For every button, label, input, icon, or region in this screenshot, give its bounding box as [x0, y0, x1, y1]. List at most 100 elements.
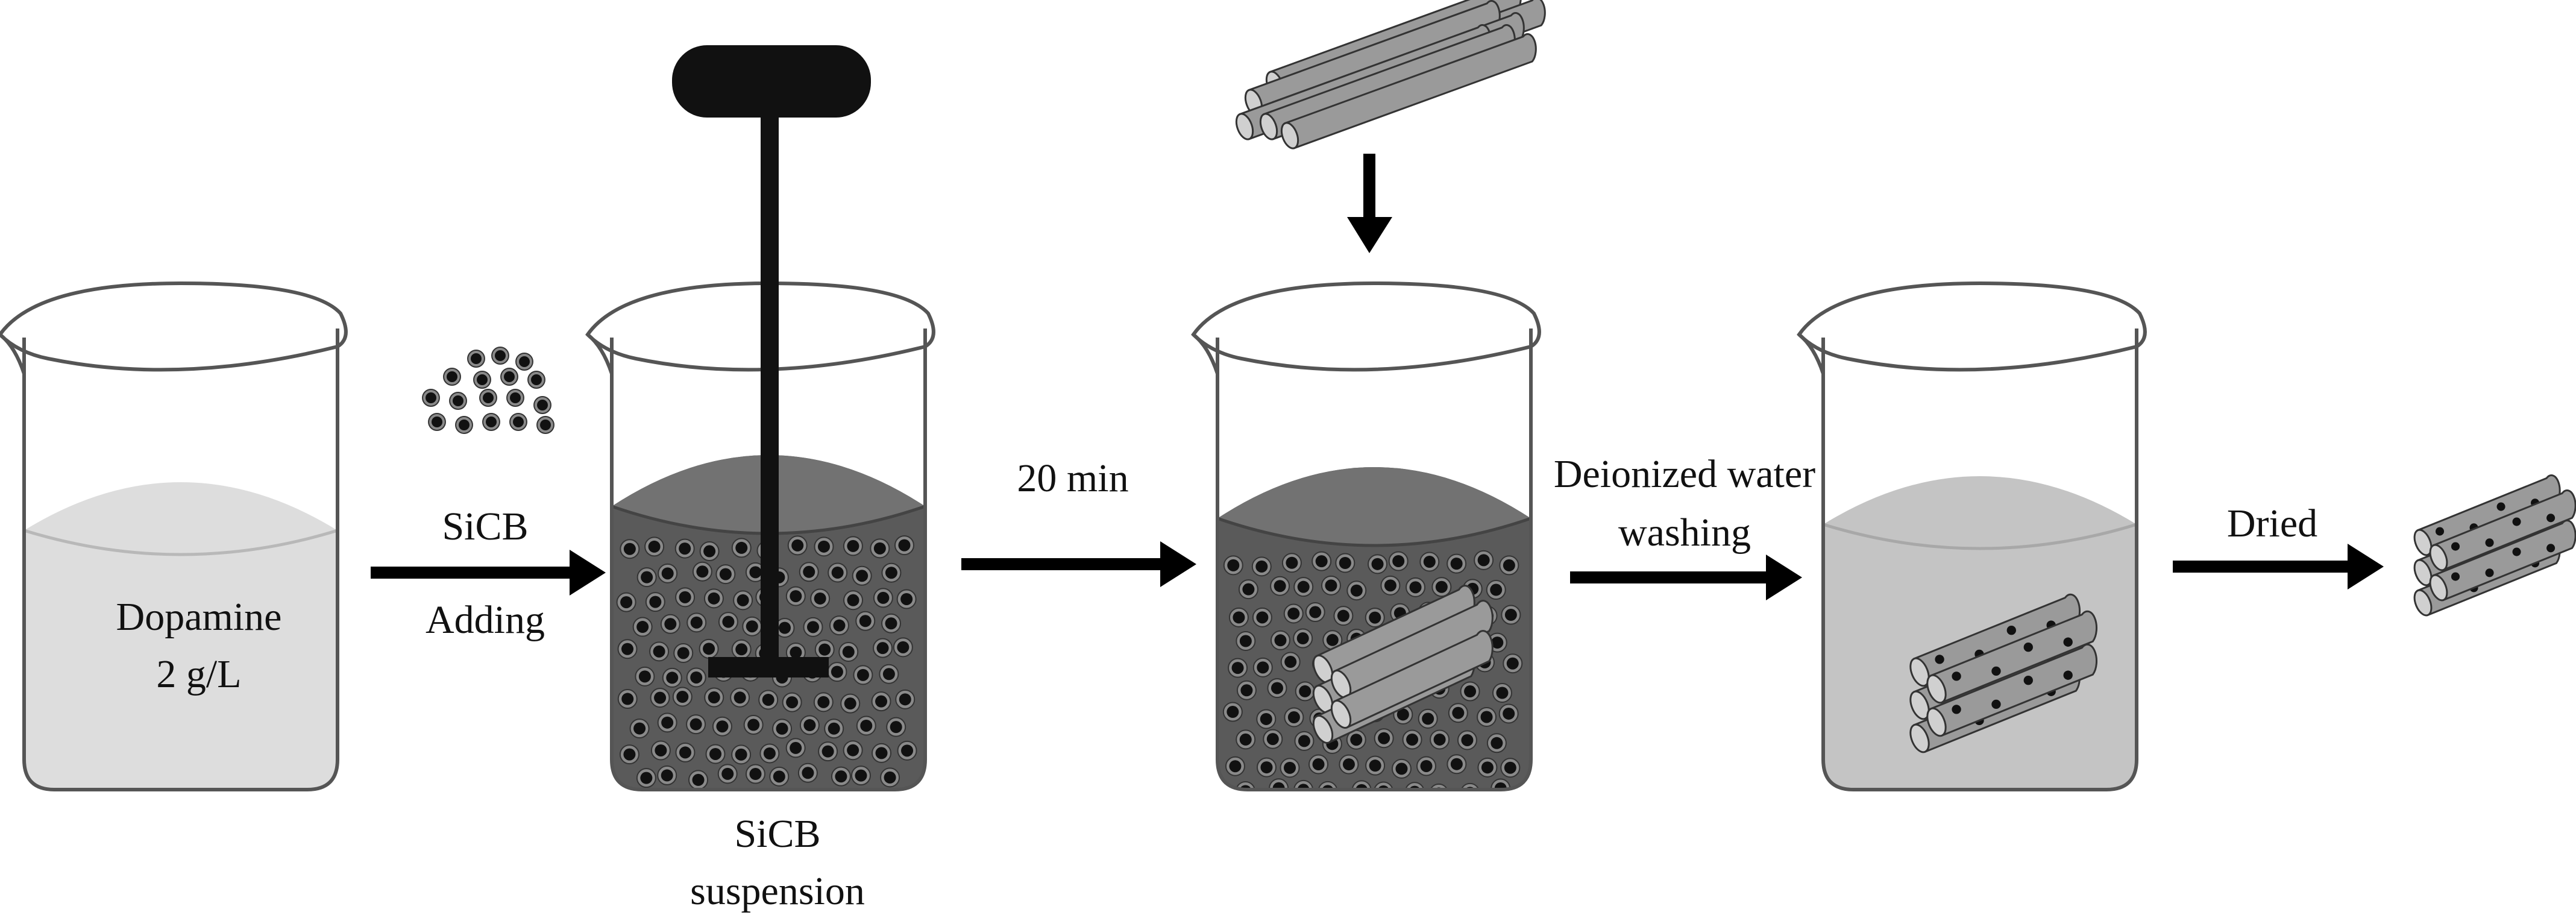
sicb-particle: [705, 744, 726, 764]
sicb-particle: [629, 718, 650, 739]
sicb-particle: [1428, 783, 1449, 790]
sicb-particle: [703, 588, 724, 609]
sicb-particle: [718, 612, 738, 632]
dried-coated-fibers: [2413, 474, 2576, 617]
sicb-particle: [799, 562, 819, 582]
fiber: [2429, 489, 2576, 571]
sicb-particle: [759, 743, 780, 764]
sicb-particle: [799, 715, 820, 735]
arrow-adding: [371, 550, 606, 596]
time-label: 20 min: [1017, 456, 1128, 500]
sicb-particle: [852, 565, 872, 586]
sicb-particle: [843, 590, 864, 611]
sicb-particle: [650, 688, 670, 708]
sicb-particle: [482, 413, 500, 431]
stirrer-shaft: [761, 115, 779, 669]
arrow-20min: [961, 541, 1196, 587]
sicb-particle: [1477, 757, 1498, 778]
sicb-particle: [1228, 658, 1248, 678]
sicb-particle-cluster: [422, 347, 554, 434]
sicb-particle: [881, 613, 902, 633]
sicb-particle: [1477, 706, 1497, 727]
sicb-particle: [428, 413, 446, 431]
sicb-particle: [1280, 758, 1300, 778]
sicb-particle: [785, 586, 806, 606]
sicb-particle: [1351, 780, 1372, 790]
sicb-particle: [731, 538, 752, 558]
sicb-particle: [1236, 729, 1256, 750]
sicb-particle: [619, 744, 639, 765]
sicb-particle: [449, 392, 467, 410]
sicb-particle: [1365, 755, 1386, 776]
sicb-particle: [479, 389, 497, 407]
sicb-particle: [1293, 628, 1313, 649]
sicb-particle: [617, 639, 638, 659]
sicb-particle: [1312, 551, 1332, 571]
sicb-particle: [1447, 553, 1467, 574]
sicb-particle: [810, 588, 831, 609]
sicb-particle: [1228, 607, 1249, 627]
sicb-particle: [813, 692, 834, 712]
sicb-particle: [1305, 602, 1325, 623]
sicb-particle: [1223, 555, 1243, 576]
sicb-particle: [856, 715, 876, 736]
sicb-particle: [657, 765, 677, 785]
sicb-particle: [843, 536, 863, 556]
arrow-down: [1347, 154, 1392, 253]
sicb-particle: [686, 714, 706, 735]
sicb-particle: [897, 740, 917, 761]
beaker-rim: [0, 281, 348, 372]
sicb-particle: [650, 740, 671, 761]
sicb-particle: [686, 612, 707, 633]
sicb-particle: [1402, 729, 1422, 750]
sicb-particle: [827, 662, 847, 682]
concentration-label: 2 g/L: [156, 652, 241, 696]
sicb-particle: [733, 590, 753, 611]
dopamine-surface: [24, 529, 338, 556]
sicb-particle: [745, 562, 765, 582]
sicb-particle: [814, 536, 834, 557]
sicb-particle: [1280, 652, 1301, 672]
suspension-beaker: [585, 281, 935, 791]
sicb-particle: [660, 614, 680, 634]
sicb-particle: [688, 770, 709, 790]
sicb-particle: [1419, 552, 1440, 572]
sicb-particle: [675, 742, 696, 762]
sicb-particle: [715, 564, 736, 585]
sicb-particle: [1393, 704, 1413, 725]
fiber: [1330, 630, 1494, 729]
sicb-particle: [1460, 782, 1480, 790]
sicb-particle: [1225, 756, 1245, 776]
sicb-particle: [814, 640, 835, 660]
sicb-particle: [824, 718, 844, 739]
fiber-bundle: [1235, 0, 1546, 149]
sicb-particle: [1474, 550, 1494, 570]
sicb-particle: [1498, 703, 1519, 724]
sicb-particle: [1236, 631, 1256, 652]
sicb-particle: [785, 738, 806, 758]
sicb-particle: [675, 587, 696, 608]
sicb-particle: [1430, 729, 1450, 750]
sicb-particle: [1365, 608, 1385, 628]
stirrer-blade: [708, 657, 829, 677]
sicb-particle: [1284, 707, 1304, 728]
sicb-particle: [674, 538, 695, 559]
sicb-particle: [1322, 630, 1343, 650]
sicb-particle: [699, 541, 720, 562]
washing-beaker: [1797, 281, 2147, 791]
sicb-particle: [828, 562, 848, 583]
sicb-particle: [787, 535, 808, 556]
sicb-particle: [509, 413, 527, 431]
sicb-particle: [1388, 551, 1409, 571]
sicb-particle: [1418, 708, 1438, 729]
sicb-particle: [1374, 728, 1394, 749]
sicb-particle: [636, 768, 656, 788]
sicb-particle: [855, 611, 876, 631]
beaker-spout: [0, 333, 26, 374]
sicb-particle: [616, 592, 636, 612]
sicb-particle: [1238, 579, 1258, 600]
sicb-particle: [467, 350, 485, 368]
suspension-label-line2: suspension: [690, 869, 865, 913]
sicb-particle: [731, 639, 752, 659]
